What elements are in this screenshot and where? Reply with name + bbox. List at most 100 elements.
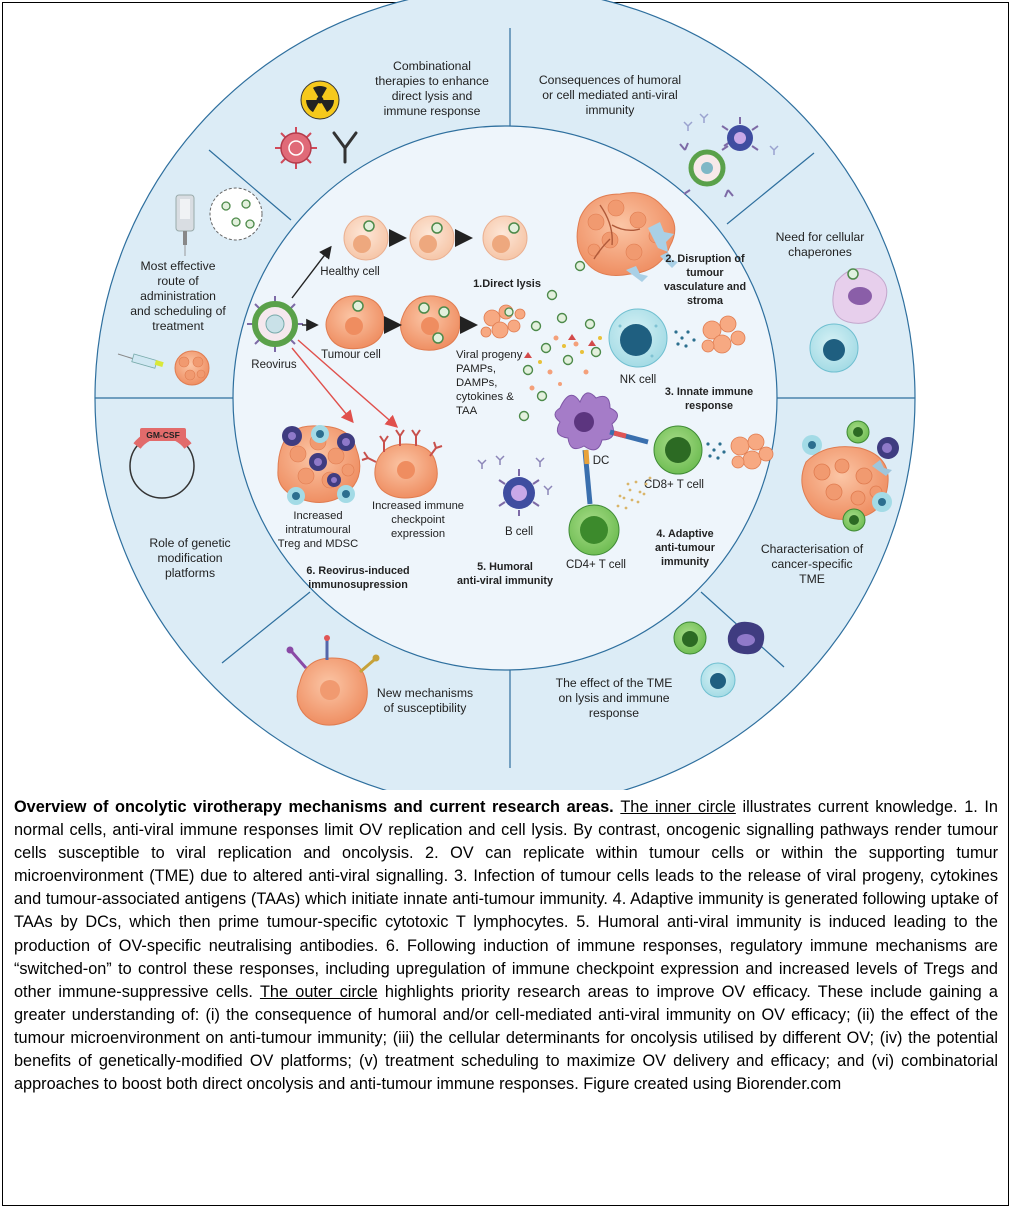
disruption-line2: tumour [686, 267, 724, 279]
radiation-icon [300, 80, 340, 120]
viral-progeny-line5: TAA [456, 405, 478, 417]
adaptive-line3: immunity [661, 556, 709, 568]
seg-genetic-line1: Role of genetic [149, 536, 230, 550]
healthy-cells [343, 215, 528, 261]
macrophage-icon [832, 268, 888, 324]
lysing-cell [480, 304, 526, 339]
seg-effect-tme-line1: The effect of the TME [556, 676, 673, 690]
cd4-cytokines [616, 476, 652, 510]
seg-combination-line2: therapies to enhance [375, 74, 489, 88]
cd8-label: CD8+ T cell [644, 479, 704, 491]
arrow-to-treg [291, 347, 354, 424]
tme-cluster-icon [801, 420, 899, 532]
seg-effect-tme-line3: response [589, 706, 639, 720]
caption-part1: illustrates current knowledge. 1. In nor… [14, 798, 998, 1001]
tumour-vasculature [576, 192, 678, 282]
seg-route-line4: and scheduling of [130, 304, 226, 318]
viral-progeny-line1: Viral progeny [456, 349, 523, 361]
seg-susceptibility-line2: of susceptibility [384, 701, 468, 715]
seg-humoral-line1: Consequences of humoral [539, 73, 681, 87]
seg-combination-line4: immune response [384, 104, 481, 118]
receptor-tumour-icon [286, 635, 380, 726]
seg-combination-line3: direct lysis and [392, 89, 473, 103]
innate-line1: 3. Innate immune [665, 386, 753, 398]
dc-cd4-synapse [582, 449, 593, 505]
seg-susceptibility-line1: New mechanisms [377, 686, 473, 700]
checkpoint-line2: checkpoint [391, 514, 445, 526]
cd8-target-cell [730, 433, 774, 470]
free-antibodies [683, 113, 779, 155]
humoral-line2: anti-viral immunity [457, 575, 553, 587]
immunosup-line1: 6. Reovirus-induced [306, 565, 409, 577]
tumour-cell-label: Tumour cell [321, 349, 381, 361]
seg-chaperones-line1: Need for cellular [776, 230, 865, 244]
seg-route-line1: Most effective [141, 259, 216, 273]
b-cell-icon [721, 117, 759, 151]
virus-icon [275, 127, 317, 169]
direct-lysis-label: 1.Direct lysis [473, 278, 541, 290]
seg-tme-line2: cancer-specific [771, 557, 852, 571]
dc-label: DC [593, 455, 610, 467]
viral-progeny-line4: cytokines & [456, 391, 514, 403]
treg-line1: Increased [293, 510, 342, 522]
seg-chaperones-line2: chaperones [788, 245, 852, 259]
syringe-icon [117, 353, 164, 369]
seg-tme-line1: Characterisation of [761, 542, 864, 556]
seg-route-line5: treatment [152, 319, 204, 333]
teal-cell-icon [809, 323, 859, 373]
reovirus-label: Reovirus [251, 359, 297, 371]
seg-genetic-line3: platforms [165, 566, 215, 580]
treg-line2: intratumoural [285, 524, 350, 536]
viral-progeny-particles [518, 260, 602, 422]
adaptive-line2: anti-tumour [655, 542, 716, 554]
small-tumour-icon [174, 350, 210, 386]
seg-route-line3: administration [140, 289, 216, 303]
dc-cd8-synapse [609, 429, 649, 445]
cd4-label: CD4+ T cell [566, 559, 626, 571]
caption-title: Overview of oncolytic virotherapy mechan… [14, 798, 610, 816]
viral-progeny-line3: DAMPs, [456, 377, 497, 389]
humoral-line1: 5. Humoral [477, 561, 533, 573]
tme-cells-icon [673, 621, 765, 698]
cd8-granules [706, 442, 726, 460]
immunosup-line2: immunosupression [308, 579, 408, 591]
healthy-cell-label: Healthy cell [320, 266, 379, 278]
treg-mdsc-cluster [277, 425, 361, 505]
treg-line3: Treg and MDSC [278, 538, 358, 550]
checkpoint-cell [361, 429, 443, 499]
neutralised-virus-icon [679, 141, 734, 198]
arrow-to-checkpoint [297, 339, 399, 428]
diagram: Combinational therapies to enhance direc… [94, 0, 916, 790]
seg-tme-line3: TME [799, 572, 825, 586]
nk-target-cell [701, 315, 746, 354]
seg-route-line2: route of [157, 274, 199, 288]
caption-outer-label: The outer circle [259, 982, 378, 1001]
dendritic-cell-icon [554, 392, 618, 451]
arrow-to-healthy [291, 245, 332, 299]
inner-antibodies [477, 455, 553, 495]
cd8-t-cell-icon [653, 425, 703, 475]
seg-genetic-line2: modification [157, 551, 222, 565]
nk-cell-icon [608, 308, 668, 368]
caption-inner-label: The inner circle [620, 798, 736, 816]
caption-part2: highlights priority research areas to im… [14, 982, 998, 1094]
seg-combination-line1: Combinational [393, 59, 471, 73]
checkpoint-line1: Increased immune [372, 500, 464, 512]
adaptive-line1: 4. Adaptive [656, 528, 713, 540]
disruption-line1: 2. Disruption of [665, 253, 745, 265]
figure-caption: Overview of oncolytic virotherapy mechan… [14, 796, 998, 1096]
plasmid-icon: GM-CSF [129, 428, 195, 499]
nk-cell-label: NK cell [620, 374, 656, 386]
caption-title-end: . [609, 798, 621, 816]
inner-b-cell-icon [498, 469, 540, 516]
b-cell-label: B cell [505, 526, 533, 538]
seg-humoral-line2: or cell mediated anti-viral [542, 88, 677, 102]
iv-bag-icon [175, 187, 263, 256]
cd4-t-cell-icon [568, 504, 620, 556]
checkpoint-line3: expression [391, 528, 445, 540]
reovirus-icon [247, 296, 303, 352]
innate-line2: response [685, 400, 733, 412]
disruption-line3: vasculature and [664, 281, 746, 293]
disruption-line4: stroma [687, 295, 724, 307]
seg-humoral-line3: immunity [586, 103, 636, 117]
